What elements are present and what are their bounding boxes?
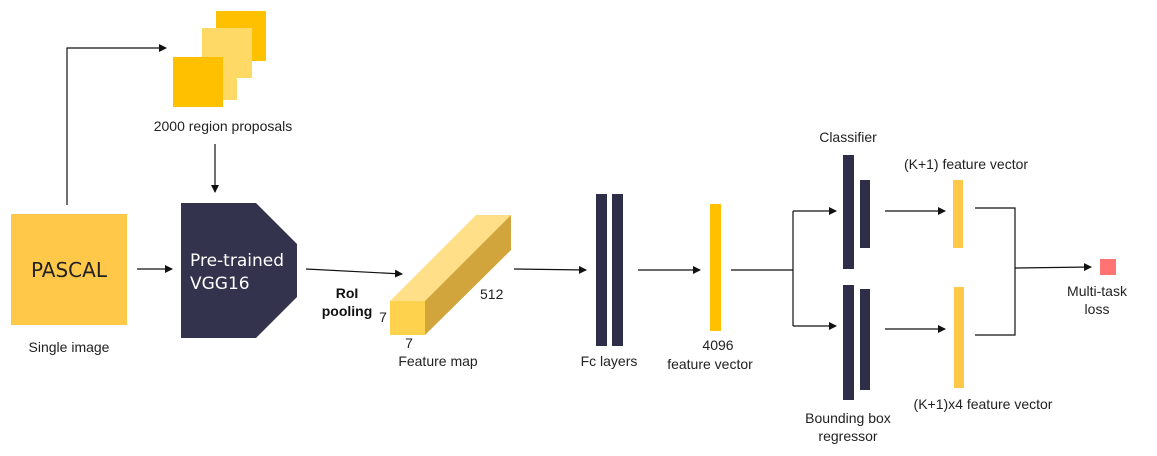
arrow-backbone-to-featuremap xyxy=(305,268,403,278)
backbone-label-line2: VGG16 xyxy=(190,274,250,294)
feature-map-label: Feature map xyxy=(398,353,478,369)
loss-label-line1: Multi-task xyxy=(1067,283,1128,299)
feature-map-top xyxy=(390,215,511,301)
feature-vector-size: 4096 xyxy=(702,337,733,353)
input-image-box xyxy=(11,214,127,325)
region-proposals-label: 2000 region proposals xyxy=(154,118,293,134)
arrow-image-to-proposals xyxy=(66,44,167,205)
feature-map-cuboid xyxy=(390,215,511,335)
roi-pooling-line2: pooling xyxy=(322,303,373,319)
feature-map-dim-width: 7 xyxy=(405,335,413,351)
classifier-layer-2 xyxy=(860,180,870,248)
roi-pooling-line1: RoI xyxy=(336,285,359,301)
merge-line-top xyxy=(975,207,1016,336)
feature-map-dim-depth: 512 xyxy=(480,286,504,302)
classifier-output-bar xyxy=(953,180,963,248)
proposal-front-side xyxy=(223,57,237,100)
bbox-label-line2: regressor xyxy=(818,428,877,444)
feature-map-front xyxy=(390,301,425,335)
proposal-front xyxy=(173,57,223,107)
fc-layers-label: Fc layers xyxy=(581,353,638,369)
bbox-layer-2 xyxy=(860,289,870,390)
backbone-label-line1: Pre-trained xyxy=(190,251,284,271)
fc-layer-2 xyxy=(612,194,623,346)
input-image-label: PASCAL xyxy=(31,258,108,282)
loss-marker xyxy=(1100,259,1116,275)
input-caption: Single image xyxy=(29,339,110,355)
classifier-label: Classifier xyxy=(819,129,877,145)
feature-vector-label: feature vector xyxy=(667,356,753,372)
feature-vector-bar xyxy=(710,204,721,331)
bbox-label-line1: Bounding box xyxy=(805,410,891,426)
backbone-block xyxy=(181,203,297,338)
fc-layer-1 xyxy=(596,194,607,346)
feature-map-side xyxy=(425,215,511,335)
feature-map-dim-height: 7 xyxy=(379,309,387,325)
bbox-output-bar xyxy=(954,287,964,388)
arrow-to-loss xyxy=(1014,263,1092,272)
classifier-layer-1 xyxy=(843,155,854,269)
bbox-layer-1 xyxy=(843,285,854,400)
classifier-output-label: (K+1) feature vector xyxy=(904,156,1028,172)
arrow-featuremap-to-fc xyxy=(513,265,587,274)
bbox-output-label: (K+1)x4 feature vector xyxy=(914,396,1053,412)
loss-label-line2: loss xyxy=(1085,301,1110,317)
region-proposals-stack xyxy=(173,11,266,107)
